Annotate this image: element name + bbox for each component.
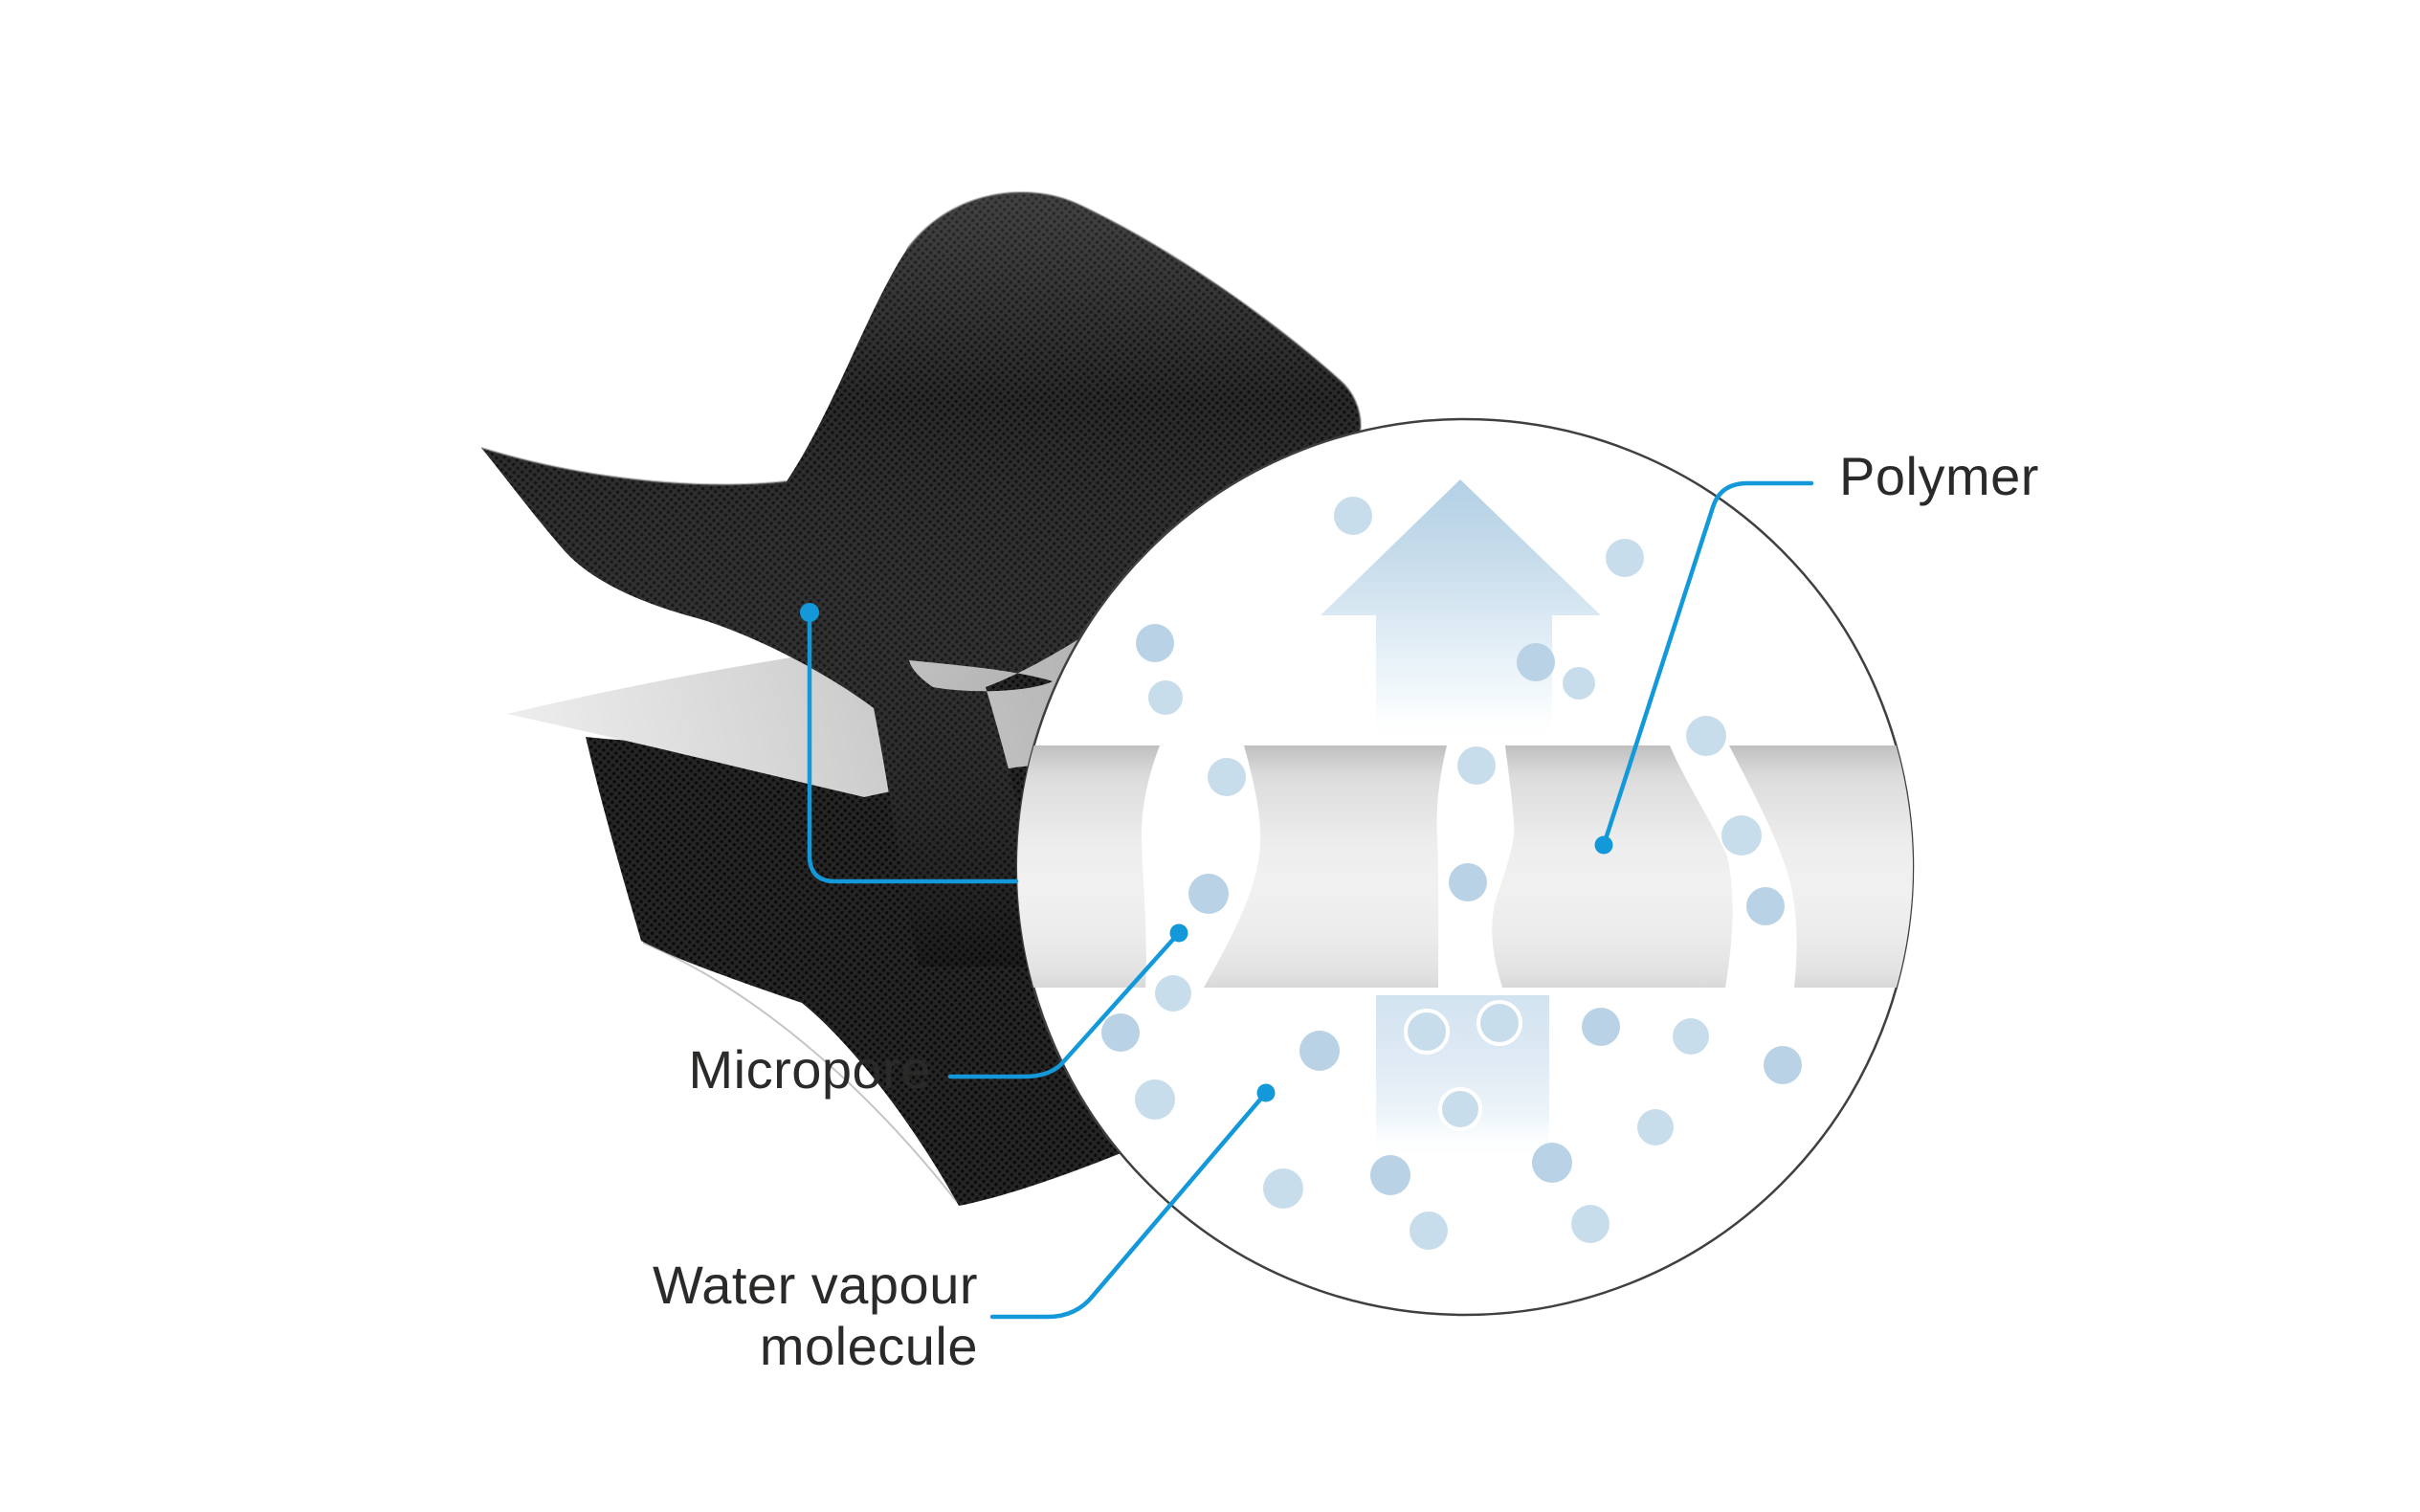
water-vapour-molecule-dot	[1606, 539, 1644, 577]
leader-dot-icon	[1256, 1083, 1276, 1102]
water-vapour-molecule-dot	[1571, 1205, 1610, 1243]
water-vapour-molecule-label: Water vapour molecule	[652, 1255, 978, 1376]
polymer-leader-line	[1601, 480, 1814, 848]
callout-anchor-dots	[800, 603, 1613, 1102]
water-vapour-molecule-dot	[1188, 874, 1229, 914]
water-vapour-molecule-dot	[1563, 667, 1595, 700]
water-vapour-molecule-dot	[1155, 975, 1191, 1012]
water-vapour-molecule-dot	[1517, 643, 1555, 681]
water-vapour-molecule-dot	[1476, 1000, 1522, 1046]
membrane-band-piece	[1204, 745, 1447, 988]
fabric-top-shading	[481, 192, 1361, 967]
water-vapour-leader-line	[989, 1091, 1268, 1320]
water-vapour-molecule-dot	[1457, 746, 1496, 785]
leader-dot-icon	[800, 603, 819, 622]
water-vapour-molecule-dot	[1208, 758, 1246, 796]
micropore-label: Micropore	[688, 1039, 931, 1100]
membrane-band-piece	[1729, 745, 1913, 988]
membrane-band-piece	[1017, 745, 1160, 988]
water-vapour-molecule-dot	[1334, 497, 1372, 535]
polymer-label: Polymer	[1839, 446, 2039, 506]
callouts	[807, 480, 1814, 1320]
water-vapour-molecule-dot	[1404, 1009, 1450, 1055]
water-vapour-molecule-dot	[1449, 863, 1487, 901]
water-vapour-molecule-dot	[1721, 815, 1762, 856]
water-vapour-molecule-dot	[1370, 1155, 1410, 1195]
water-vapour-molecule-dot	[1764, 1046, 1802, 1084]
water-vapour-molecule-dot	[1673, 1018, 1709, 1055]
membrane-band-piece	[1492, 745, 1733, 988]
water-vapour-molecule-dot	[1410, 1212, 1448, 1250]
leader-dot-icon	[1594, 835, 1613, 855]
magnified-view	[1017, 479, 1913, 1250]
water-vapour-molecule-dot	[1746, 887, 1785, 925]
water-vapour-molecule-dot	[1582, 1008, 1620, 1046]
water-vapour-molecule-dot	[1135, 1079, 1175, 1120]
water-vapour-molecule-dot	[1136, 624, 1174, 662]
vapour-source-square	[1376, 995, 1549, 1160]
polymer-membrane-band	[1017, 745, 1913, 988]
water-vapour-molecule-dot	[1148, 680, 1183, 715]
water-vapour-molecule-dot	[1299, 1031, 1340, 1071]
micropore-leader-line	[947, 931, 1181, 1079]
fabric-bottom-edge-highlight	[642, 942, 958, 1203]
leader-dot-icon	[1169, 923, 1188, 943]
molecule-layer	[1101, 497, 1802, 1250]
water-vapour-molecule-dot	[1438, 1087, 1482, 1131]
water-vapour-molecule-dot	[1263, 1168, 1303, 1209]
fabric-top-edge-highlight	[480, 190, 1363, 486]
water-vapour-molecule-dot	[1686, 716, 1726, 756]
water-vapour-molecule-dot	[1532, 1143, 1572, 1183]
membrane-leader-line	[807, 610, 1019, 884]
water-vapour-molecule-dot	[1101, 1013, 1140, 1052]
water-vapour-molecule-dot	[1637, 1109, 1674, 1145]
